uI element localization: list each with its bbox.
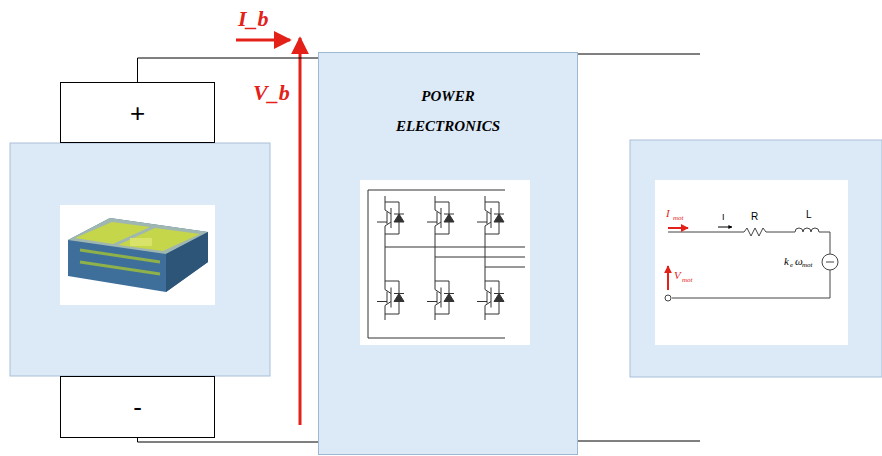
circuit-label: V [674, 270, 681, 281]
motor-circuit [655, 180, 848, 345]
circuit-label: I [722, 213, 725, 222]
circuit-label: k [784, 256, 789, 267]
signal-name: V_b [253, 82, 290, 104]
circuit-label: ω [795, 256, 803, 267]
wire [138, 438, 319, 442]
circuit-label: mot [682, 277, 693, 284]
converter-fill [318, 52, 578, 455]
motor-box [630, 140, 882, 377]
circuit-label: mot [802, 262, 813, 269]
battery-box [10, 143, 270, 376]
motor-wire [578, 441, 700, 442]
voltage-arrow [299, 38, 302, 425]
terminal-box: - [60, 376, 215, 438]
converter-box: POWER ELECTRONICS [318, 52, 578, 455]
battery-picture [60, 205, 215, 305]
wire [138, 58, 319, 82]
motor-wire [578, 54, 700, 55]
circuit-label: mot [673, 215, 684, 222]
node-text: + [130, 100, 145, 126]
circuit-label: R [751, 212, 758, 222]
node-text: - [133, 394, 142, 420]
circuit-label: e [790, 262, 793, 269]
circuit-label: I [666, 208, 670, 219]
circuit-label: L [806, 210, 812, 220]
current-arrow [236, 39, 290, 42]
terminal-box: + [60, 82, 215, 143]
inverter-schematic [360, 180, 530, 345]
signal-name: I_b [238, 8, 269, 30]
node-text: POWER ELECTRONICS [378, 81, 518, 141]
